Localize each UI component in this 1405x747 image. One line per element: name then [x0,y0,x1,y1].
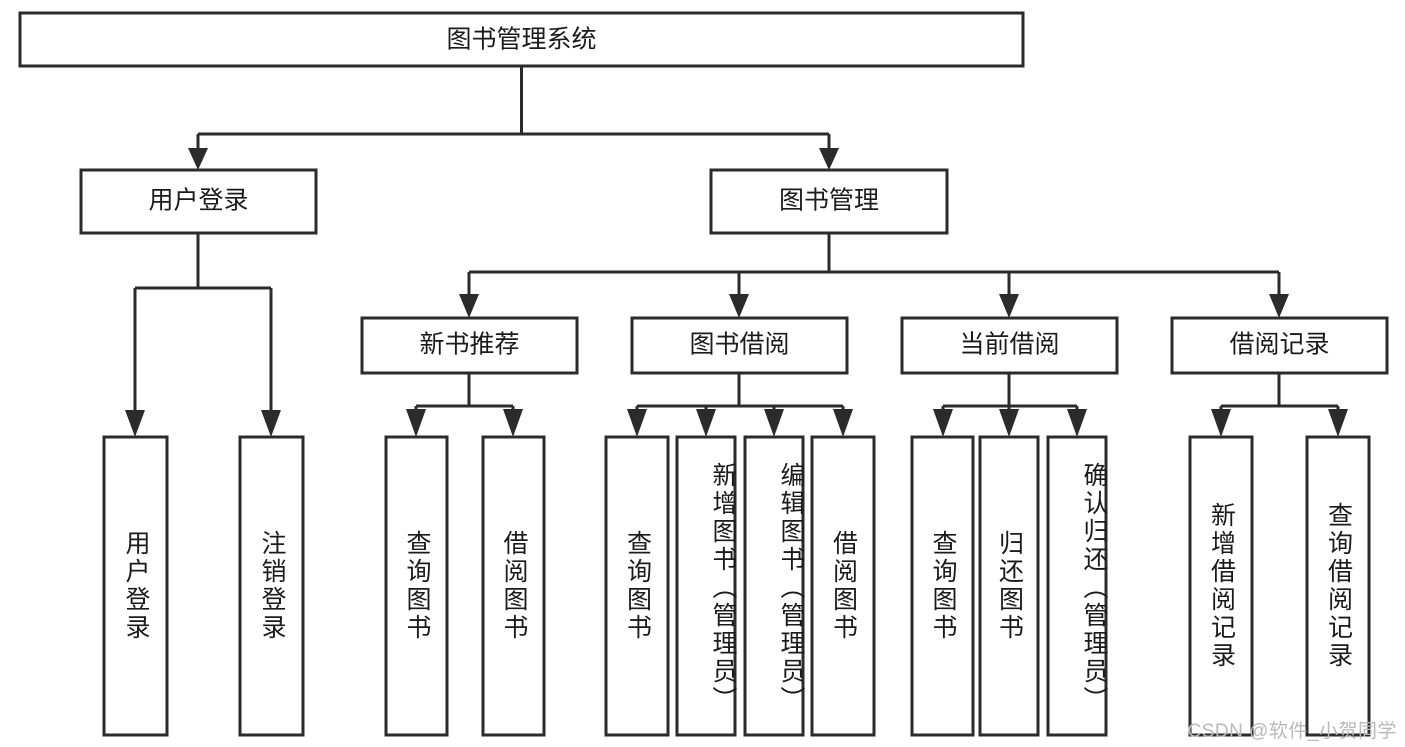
arrow-to-leaf-user-login [125,410,145,437]
arrow-to-leaf-borrow-book-1 [503,409,523,437]
arrow-root-to-book-management [819,148,839,170]
arrow-root-to-user-login [188,148,208,170]
node-label-user-login: 用户登录 [148,187,248,215]
node-label-title: 图书管理系统 [446,26,596,54]
node-label-new-book-recommend: 新书推荐 [419,331,519,359]
watermark-text: CSDN @软件_小贺同学 [1187,721,1397,742]
arrow-to-leaf-return-book [999,409,1019,437]
arrow-to-book-borrow [729,294,749,318]
node-box-borrow-record[interactable] [1170,316,1389,375]
arrow-to-leaf-query-borrow-record [1328,409,1348,437]
arrow-to-leaf-add-borrow-record [1211,409,1231,437]
arrow-to-leaf-add-book [696,409,716,437]
node-label-book-borrow: 图书借阅 [689,331,789,359]
node-box-leaf-query-book-1[interactable] [384,435,449,737]
connector-layer [125,66,1348,437]
node-box-leaf-query-book-2[interactable] [604,435,670,737]
arrow-to-borrow-record [1269,294,1289,318]
node-box-leaf-user-login[interactable] [102,435,169,737]
arrow-to-leaf-confirm-return [1067,409,1087,437]
node-box-leaf-borrow-book-2[interactable] [810,435,876,737]
node-box-book-management[interactable] [709,168,949,235]
node-box-title[interactable] [18,11,1025,68]
node-label-current-borrow: 当前借阅 [959,331,1059,359]
arrow-to-leaf-edit-book [764,409,784,437]
node-box-leaf-confirm-return[interactable] [1046,435,1108,737]
arrow-to-leaf-borrow-book-2 [833,409,853,437]
node-box-leaf-add-book[interactable] [675,435,737,737]
node-box-book-borrow[interactable] [630,316,849,375]
box-layer: 图书管理系统 用户登录 图书管理 新书推荐 图书借阅 当前借阅 借阅记录 [18,11,1389,737]
node-box-new-book-recommend[interactable] [360,316,579,375]
arrow-to-leaf-query-book-2 [627,409,647,437]
node-label-book-management: 图书管理 [779,187,879,215]
arrow-to-current-borrow [999,294,1019,318]
arrow-to-leaf-query-book-1 [406,409,426,437]
arrow-to-leaf-query-book-3 [933,409,953,437]
node-box-leaf-add-borrow-record[interactable] [1188,435,1254,737]
node-box-current-borrow[interactable] [900,316,1119,375]
node-box-leaf-return-book[interactable] [978,435,1040,737]
node-box-leaf-borrow-book-1[interactable] [481,435,546,737]
node-box-leaf-logout-login[interactable] [238,435,305,737]
node-box-leaf-edit-book[interactable] [743,435,805,737]
arrow-to-new-book-recommend [459,294,479,318]
node-label-borrow-record: 借阅记录 [1229,331,1329,359]
arrow-to-leaf-logout-login [261,410,281,437]
node-box-leaf-query-borrow-record[interactable] [1305,435,1371,737]
node-box-leaf-query-book-3[interactable] [910,435,975,737]
node-box-user-login[interactable] [79,168,318,235]
